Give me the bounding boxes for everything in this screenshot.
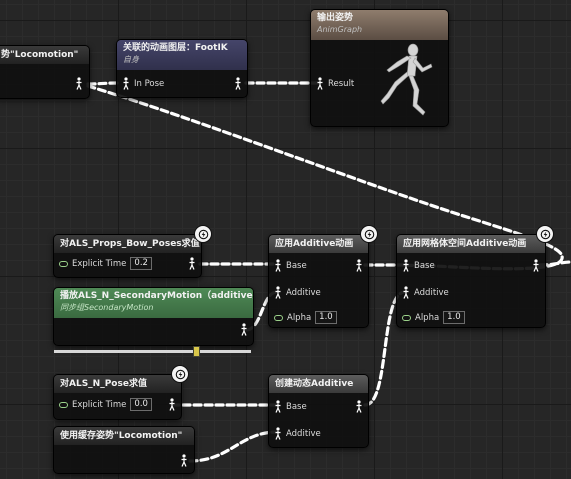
pin-label-alpha: Alpha <box>287 312 312 323</box>
node-subtitle: 自身 <box>123 55 139 64</box>
explicit-time-pin[interactable] <box>59 401 68 408</box>
running-mannequin-icon <box>380 43 433 116</box>
node-subtitle: AnimGraph <box>317 25 363 34</box>
pose-figure-icon[interactable] <box>234 77 242 90</box>
fast-path-badge <box>360 225 378 243</box>
use-cached-pose-node-bottom[interactable]: 使用缓存姿势"Locomotion" <box>53 426 195 474</box>
node-header: 播放ALS_N_SecondaryMotion（additive） 同步组Sec… <box>54 288 253 318</box>
lightning-bolt-icon <box>364 229 374 239</box>
node-title: 势"Locomotion" <box>0 46 89 64</box>
pose-figure-icon[interactable] <box>355 400 363 413</box>
apply-additive-node[interactable]: 应用Additive动画 Base Additive Alpha 1.0 <box>268 234 369 328</box>
wire-cached-to-inpose[interactable] <box>86 81 120 86</box>
pin-label-base: Base <box>414 260 435 271</box>
lightning-bolt-icon <box>198 229 208 239</box>
play-secondary-motion-node[interactable]: 播放ALS_N_SecondaryMotion（additive） 同步组Sec… <box>53 287 254 346</box>
alpha-input[interactable]: 1.0 <box>315 311 337 324</box>
pin-label-explicit-time: Explicit Time <box>72 258 127 269</box>
node-title: 创建动态Additive <box>269 375 368 393</box>
node-title: 使用缓存姿势"Locomotion" <box>54 427 194 445</box>
pin-label-alpha: Alpha <box>415 312 440 323</box>
alpha-input[interactable]: 1.0 <box>443 311 465 324</box>
linked-anim-layer-node[interactable]: 关联的动画图层：FootIK 自身 In Pose <box>116 39 248 98</box>
explicit-time-input[interactable]: 0.2 <box>130 257 152 270</box>
pose-figure-icon[interactable] <box>274 427 282 440</box>
pin-label-explicit-time: Explicit Time <box>72 399 127 410</box>
explicit-time-input[interactable]: 0.0 <box>130 398 152 411</box>
pose-figure-icon[interactable] <box>316 77 324 90</box>
pin-label-additive: Additive <box>286 287 321 298</box>
fast-path-badge <box>194 225 212 243</box>
node-title: 输出姿势 <box>317 13 354 23</box>
pin-label-result: Result <box>328 78 355 89</box>
explicit-time-pin[interactable] <box>59 260 68 267</box>
node-title: 应用网格体空间Additive动画 <box>397 235 545 253</box>
lightning-bolt-icon <box>175 369 185 379</box>
pose-figure-icon[interactable] <box>75 77 83 90</box>
pose-figure-icon[interactable] <box>402 259 410 272</box>
alpha-pin[interactable] <box>402 314 411 321</box>
pose-figure-icon[interactable] <box>122 77 130 90</box>
evaluate-n-pose-node[interactable]: 对ALS_N_Pose求值 Explicit Time 0.0 <box>53 374 182 420</box>
pin-label-additive: Additive <box>286 428 321 439</box>
node-title: 对ALS_N_Pose求值 <box>54 375 181 393</box>
node-title: 播放ALS_N_SecondaryMotion（additive） <box>60 291 253 301</box>
pin-label-in-pose: In Pose <box>134 78 165 89</box>
node-title: 对ALS_Props_Bow_Poses求值 <box>54 235 201 253</box>
pose-figure-icon[interactable] <box>188 257 196 270</box>
node-title: 应用Additive动画 <box>269 235 368 253</box>
play-position-slider[interactable] <box>54 346 251 357</box>
pose-figure-icon[interactable] <box>274 286 282 299</box>
apply-mesh-space-additive-node[interactable]: 应用网格体空间Additive动画 Base Additive Alpha 1.… <box>396 234 546 328</box>
fast-path-badge <box>171 365 189 383</box>
make-dynamic-additive-node[interactable]: 创建动态Additive Base Additive <box>268 374 369 448</box>
node-header: 关联的动画图层：FootIK 自身 <box>117 40 247 70</box>
wire-cached-to-dynamic-additive[interactable] <box>188 430 279 463</box>
pin-label-additive: Additive <box>414 287 449 298</box>
pose-figure-icon[interactable] <box>168 398 176 411</box>
pin-label-base: Base <box>286 260 307 271</box>
use-cached-pose-node-top[interactable]: 势"Locomotion" <box>0 45 90 99</box>
pose-figure-icon[interactable] <box>402 286 410 299</box>
pose-figure-icon[interactable] <box>274 259 282 272</box>
node-header: 输出姿势 AnimGraph <box>311 10 448 40</box>
node-subtitle: 同步组SecondaryMotion <box>60 303 154 312</box>
node-title: 关联的动画图层：FootIK <box>123 43 228 53</box>
pose-figure-icon[interactable] <box>240 323 248 336</box>
output-pose-node[interactable]: 输出姿势 AnimGraph Result <box>310 9 449 127</box>
pose-figure-icon[interactable] <box>180 454 188 467</box>
lightning-bolt-icon <box>540 229 550 239</box>
pin-label-base: Base <box>286 401 307 412</box>
fast-path-badge <box>536 225 554 243</box>
pose-figure-icon[interactable] <box>355 259 363 272</box>
alpha-pin[interactable] <box>274 314 283 321</box>
slider-knob[interactable] <box>193 346 201 357</box>
pose-figure-icon[interactable] <box>274 400 282 413</box>
evaluate-bow-poses-node[interactable]: 对ALS_Props_Bow_Poses求值 Explicit Time 0.2 <box>53 234 202 278</box>
pose-figure-icon[interactable] <box>532 259 540 272</box>
